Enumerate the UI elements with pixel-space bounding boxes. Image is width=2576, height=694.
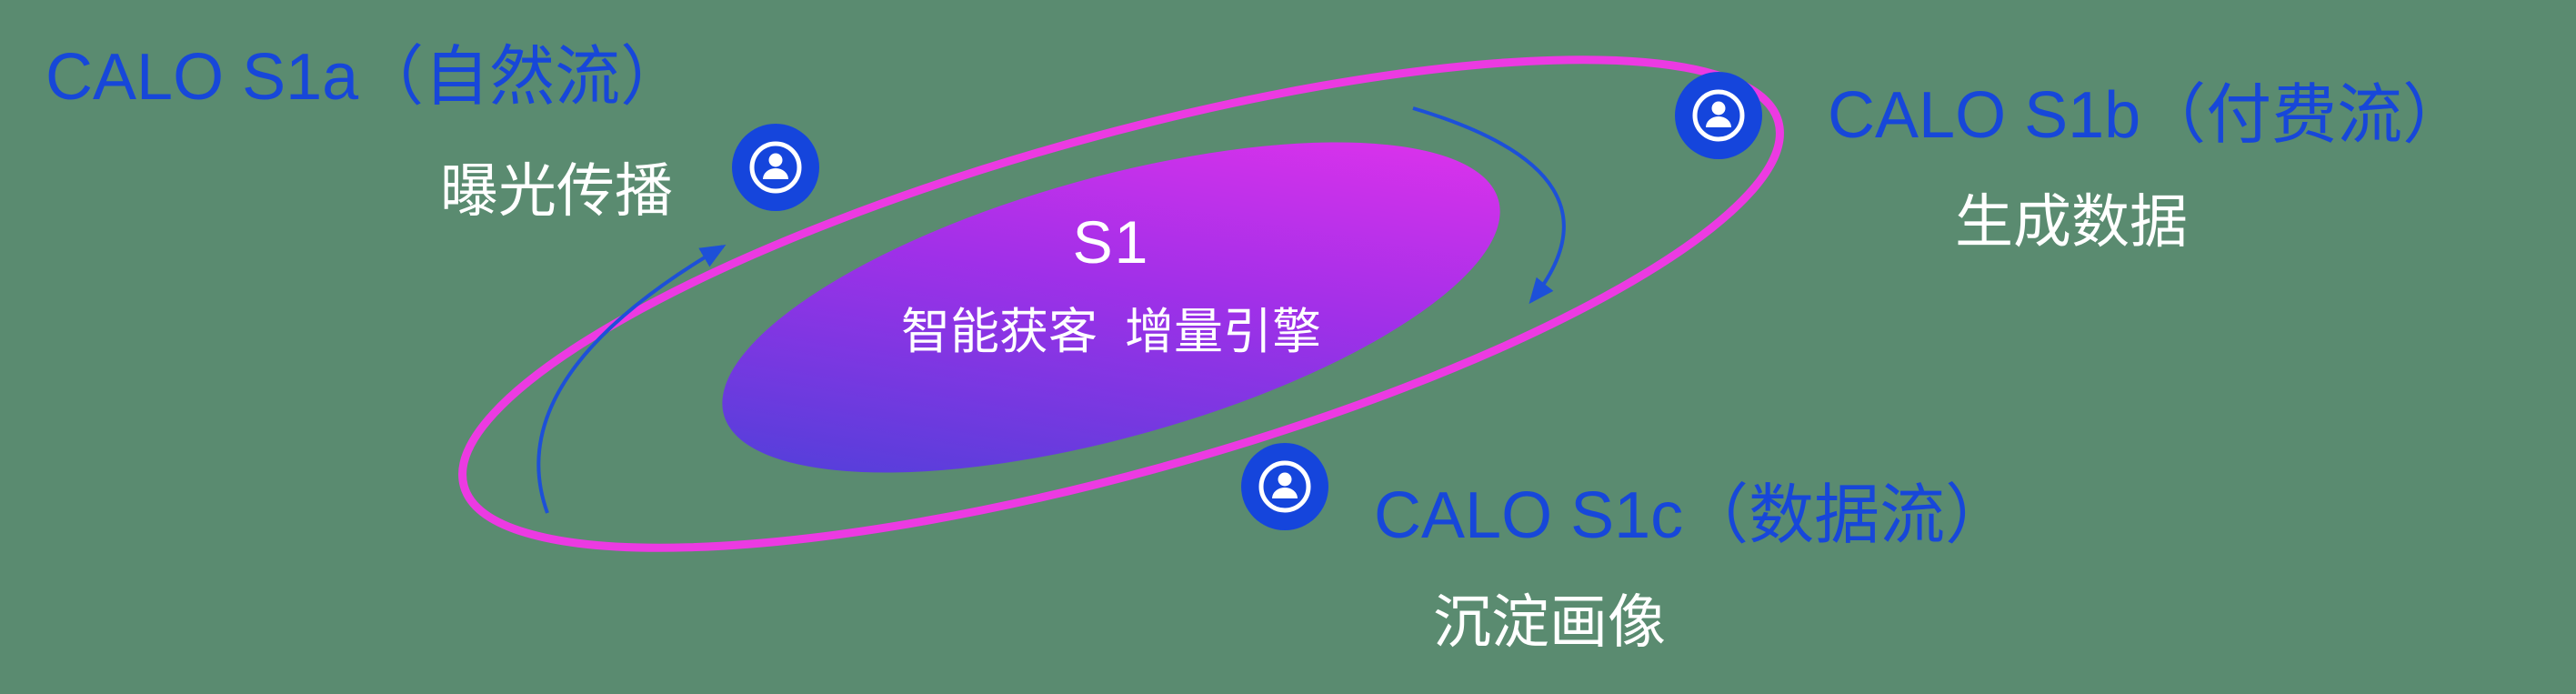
sublabel-calo-s1c: 沉淀画像 — [1433, 589, 1666, 655]
flow-arrow-right — [1412, 106, 1566, 305]
core-title: S1 — [1072, 208, 1150, 276]
sublabel-calo-s1b: 生成数据 — [1955, 189, 2188, 255]
user-icon — [1241, 443, 1328, 530]
core-label-group: S1 智能获客 增量引擎 — [747, 207, 1475, 363]
user-icon — [1675, 72, 1762, 159]
core-ellipse — [722, 142, 1500, 473]
node-calo-s1a — [730, 122, 821, 213]
label-calo-s1b: CALO S1b（付费流） — [1828, 79, 2469, 152]
label-calo-s1c: CALO S1c（数据流） — [1374, 479, 2011, 552]
node-calo-s1b — [1673, 70, 1764, 161]
core-subtitle: 智能获客 增量引擎 — [900, 305, 1321, 359]
sublabel-calo-s1a: 曝光传播 — [440, 158, 673, 224]
node-calo-s1c — [1239, 441, 1330, 532]
label-calo-s1a: CALO S1a（自然流） — [45, 41, 687, 114]
flow-arrow-left — [536, 244, 727, 514]
user-icon — [732, 124, 819, 211]
orbit-ring — [458, 55, 1784, 552]
